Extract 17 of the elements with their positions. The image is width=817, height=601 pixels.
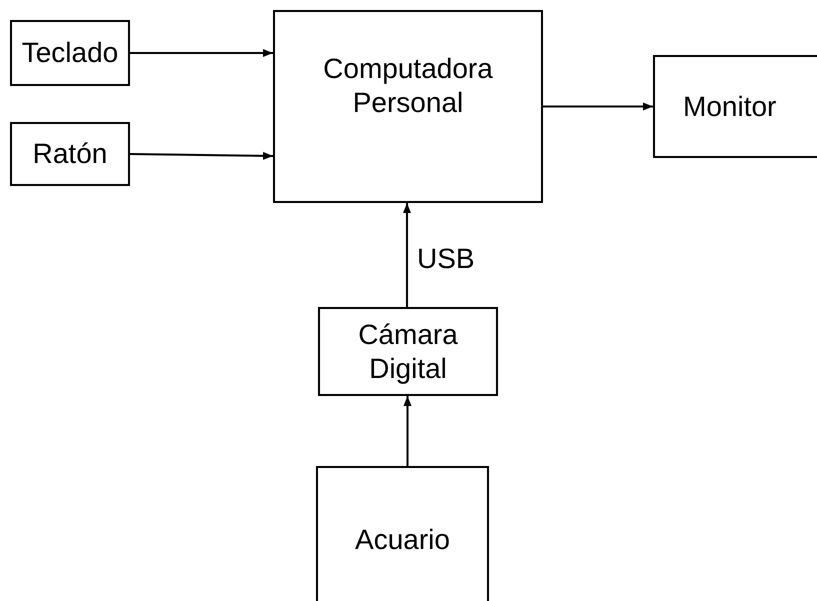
box-label: Acuario <box>355 522 450 556</box>
arrow <box>403 203 411 307</box>
process-box <box>273 10 543 203</box>
box-label: Teclado <box>22 36 118 70</box>
arrow <box>543 102 653 110</box>
process-box <box>10 122 130 186</box>
process-box <box>318 307 498 396</box>
box-label: Computadora Personal <box>322 52 494 120</box>
box-label: Monitor <box>683 90 776 124</box>
process-box <box>316 466 489 601</box>
process-box <box>10 20 130 86</box>
box-label: Ratón <box>32 137 108 171</box>
arrow <box>130 152 274 160</box>
box-label: Cámara Digital <box>357 318 459 386</box>
process-box <box>653 55 817 158</box>
arrow <box>130 49 273 57</box>
arrow <box>404 396 412 466</box>
